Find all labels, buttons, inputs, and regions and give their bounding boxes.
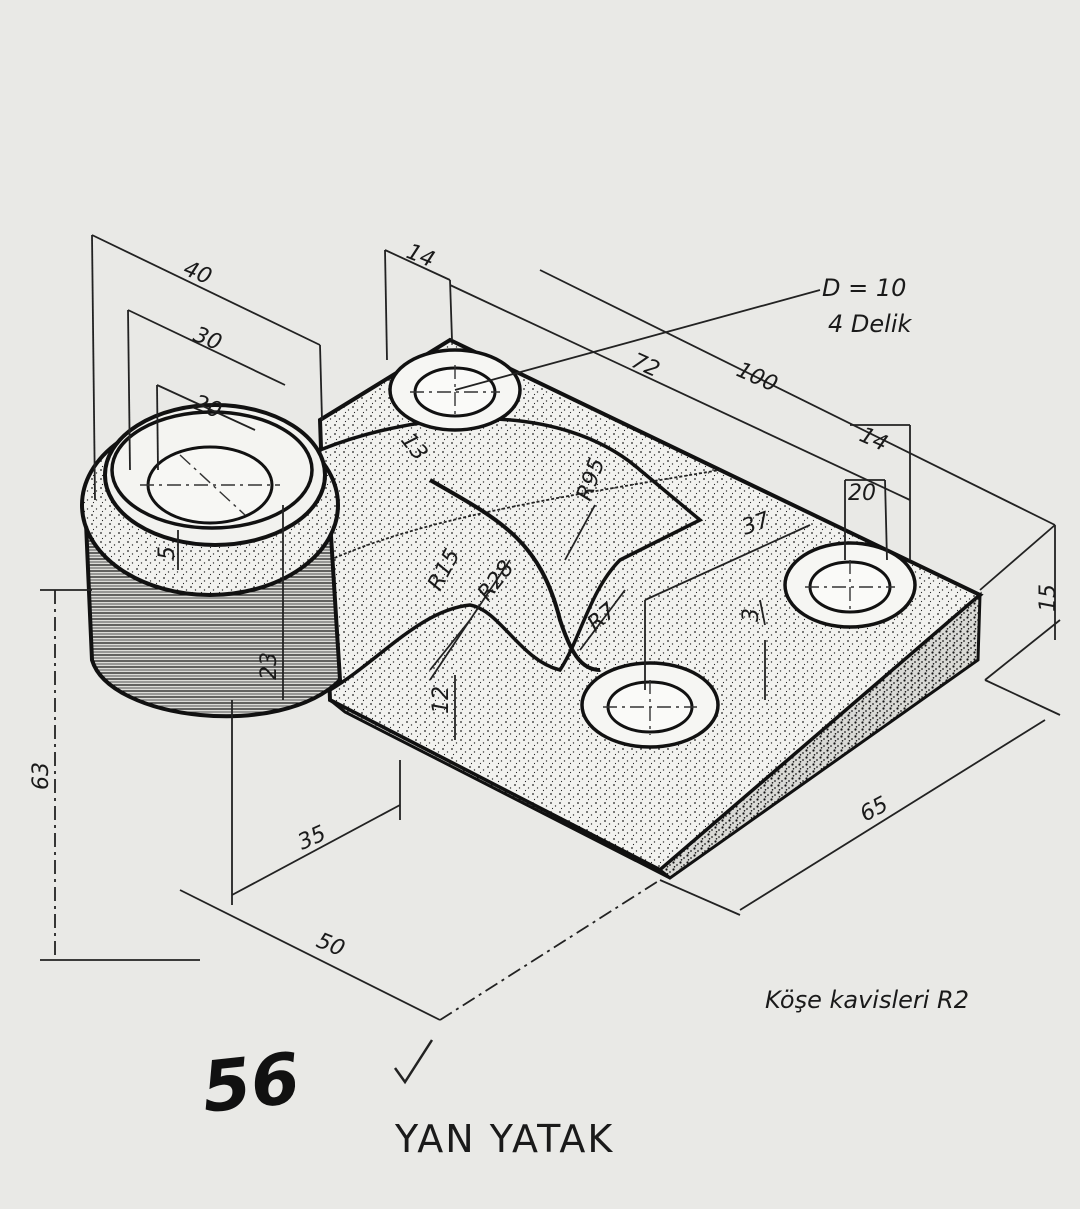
dim-3: 3 (739, 608, 764, 622)
dim-23: 23 (257, 652, 282, 680)
dim-30: 30 (190, 322, 225, 356)
dim-5: 5 (155, 546, 180, 560)
curved-rib (298, 416, 704, 693)
dim-14-top: 14 (403, 239, 438, 273)
hole-right (783, 541, 917, 629)
dim-15: 15 (1036, 584, 1061, 612)
base-front-face (329, 698, 671, 880)
part-body (80, 337, 984, 880)
dim-20-right: 20 (848, 481, 876, 506)
dim-100: 100 (733, 358, 782, 398)
dim-35: 35 (294, 821, 330, 855)
check-mark-icon (393, 1039, 434, 1085)
drawing-title: YAN YATAK (394, 1117, 614, 1161)
dim-40: 40 (180, 256, 215, 290)
hole-front (580, 661, 720, 749)
dim-14-right: 14 (856, 423, 892, 457)
dimension-lines (40, 234, 1061, 1021)
rib-inner-curve (429, 478, 601, 672)
corner-radius-note: Köşe kavisleri R2 (765, 986, 969, 1014)
dim-50: 50 (313, 928, 348, 962)
dim-12: 12 (429, 686, 454, 714)
drawing-number: 56 (198, 1037, 303, 1129)
dim-65: 65 (856, 792, 892, 827)
boss-centerline-d (179, 454, 246, 516)
rib-edge-hatch (329, 469, 721, 561)
dim-72: 72 (628, 349, 664, 383)
hole-diameter-label: D = 10 (822, 274, 906, 302)
dim-63: 63 (29, 762, 54, 790)
hole-count-label: 4 Delik (828, 310, 912, 338)
